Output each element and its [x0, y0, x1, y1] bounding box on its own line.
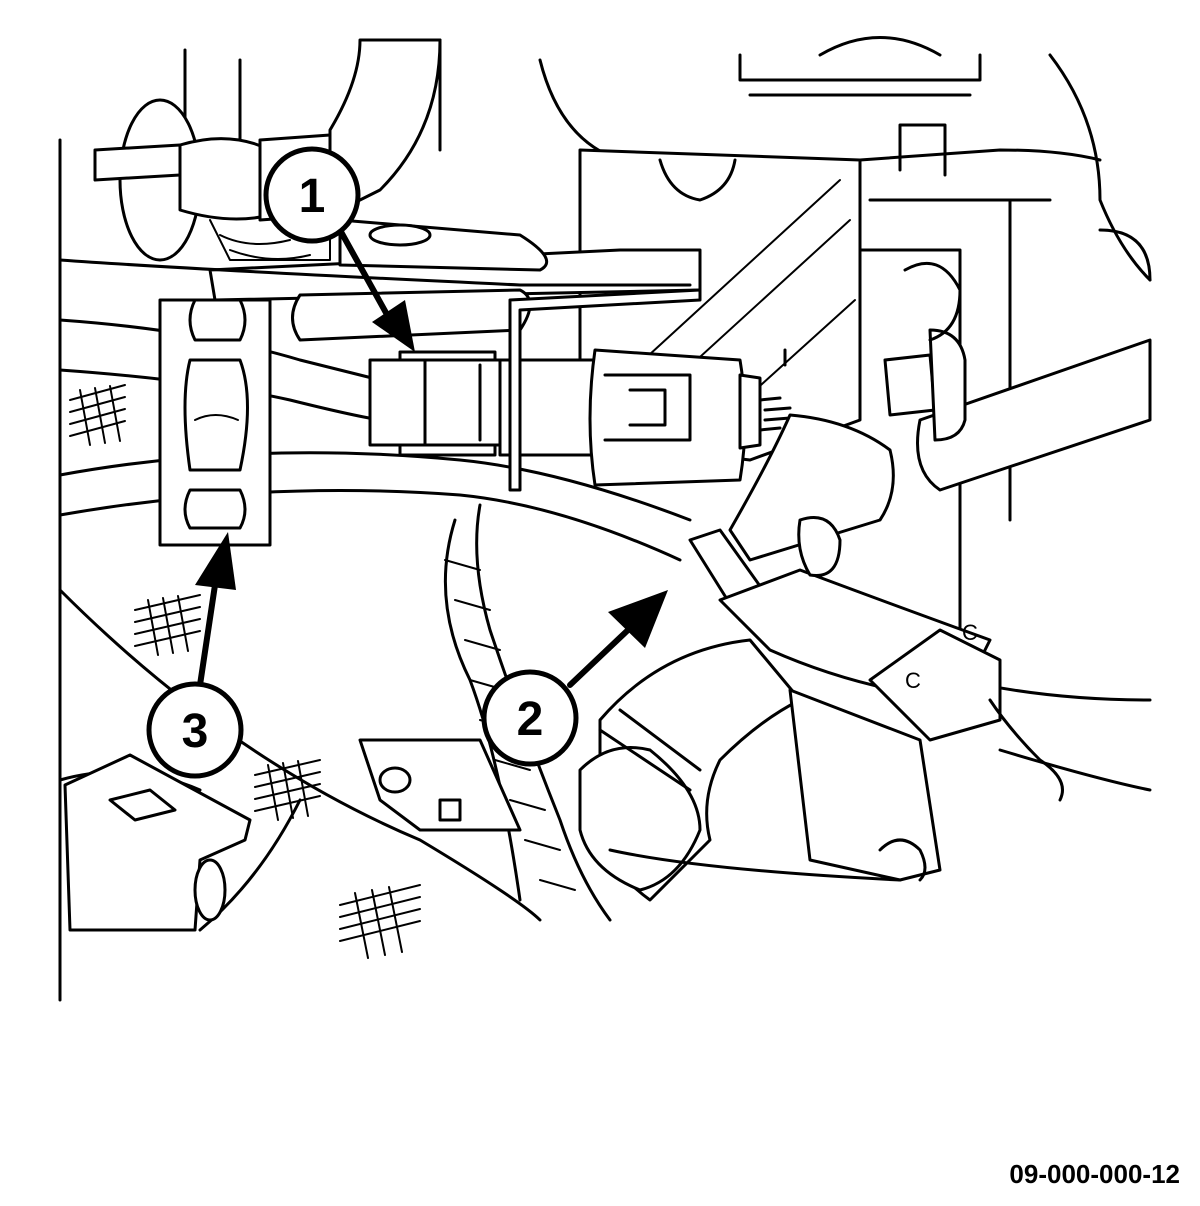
callout-1-arrowhead: [372, 300, 415, 352]
connector-mark-c: C: [905, 668, 921, 693]
connector-mark-c: C: [962, 620, 978, 645]
callout-3-arrow-shaft: [197, 582, 218, 688]
callout-3-number: 3: [182, 705, 209, 758]
right-side-hose-and-bolt: [883, 261, 1152, 492]
inline-electrical-connector: [368, 288, 762, 492]
callout-2-arrowhead: [608, 590, 668, 648]
callout-2-arrow-shaft: [567, 627, 631, 688]
callout-3: 3: [146, 681, 244, 779]
callout-2: 2: [481, 669, 579, 767]
callout-1-number: 1: [299, 170, 326, 223]
callout-3-arrowhead: [195, 532, 236, 590]
woven-insulation-pattern: [69, 384, 421, 959]
callout-1-arrow-shaft: [337, 227, 393, 323]
figure-id-label: 09-000-000-12: [1009, 1159, 1180, 1189]
callout-arrows: [195, 227, 668, 688]
harness-retaining-clip: [158, 298, 272, 547]
lower-left-bracket: [63, 753, 252, 932]
lower-duct-and-bracket: [358, 638, 942, 902]
wiring-tray: [208, 218, 702, 342]
callout-2-number: 2: [517, 693, 544, 746]
callout-1: 1: [263, 146, 361, 244]
sensor-connector-assembly: C C: [688, 396, 1064, 802]
